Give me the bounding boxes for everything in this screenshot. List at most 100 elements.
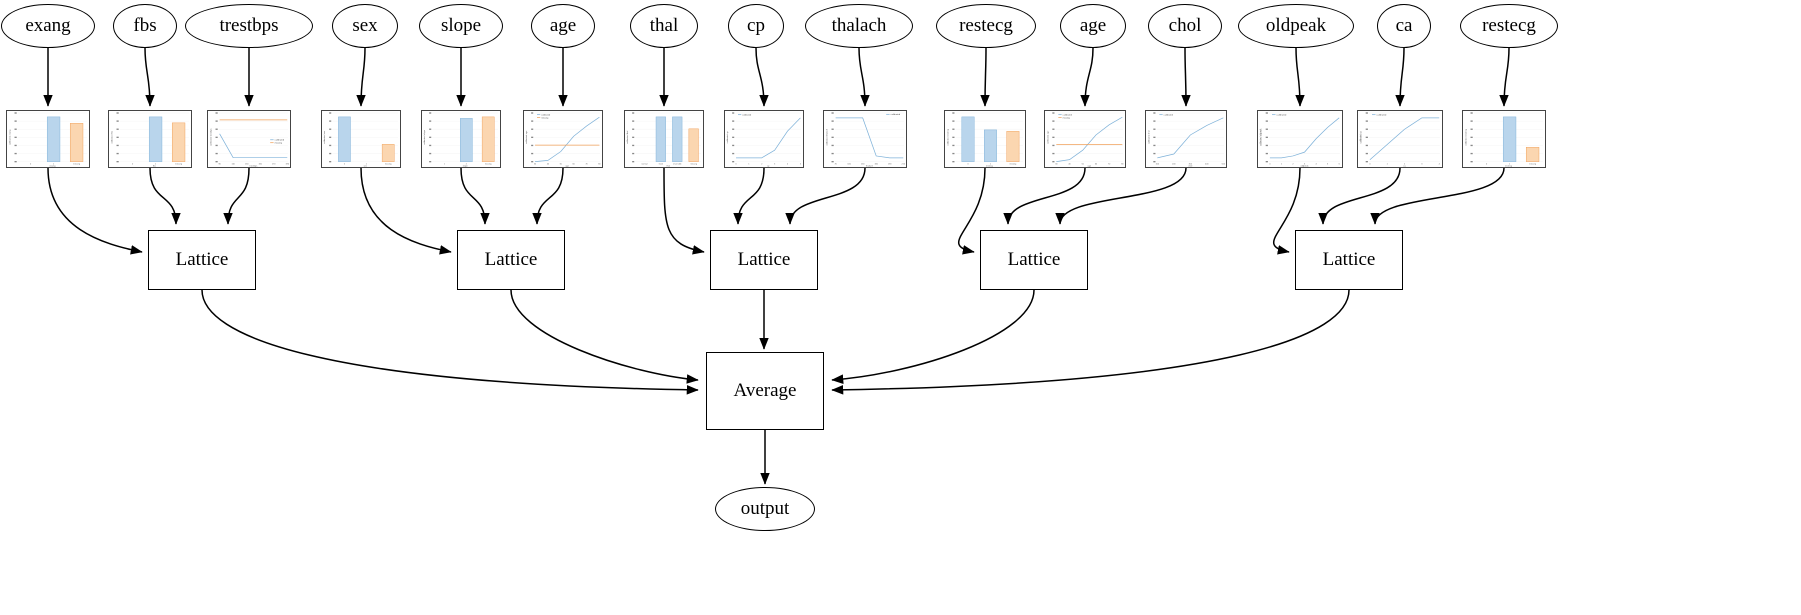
svg-text:calibrated thal: calibrated thal (626, 130, 629, 144)
svg-text:thal: thal (667, 165, 671, 167)
svg-text:4: 4 (1316, 164, 1318, 166)
svg-text:1: 1 (1387, 164, 1389, 166)
svg-text:2: 2 (1404, 164, 1406, 166)
feature-node-age-5[interactable]: age (531, 4, 595, 48)
svg-text:0: 0 (1486, 164, 1488, 166)
average-node[interactable]: Average (706, 352, 824, 430)
feature-node-label: ca (1395, 15, 1413, 36)
feature-node-age-10[interactable]: age (1060, 4, 1126, 48)
svg-text:missing: missing (541, 117, 549, 119)
feature-node-ca-13[interactable]: ca (1377, 4, 1431, 48)
svg-text:90: 90 (218, 164, 221, 166)
feature-node-label: age (1079, 15, 1107, 36)
feature-node-label: thalach (831, 15, 887, 36)
svg-text:calibrated oldpeak: calibrated oldpeak (1259, 128, 1262, 146)
feature-node-cp-7[interactable]: cp (728, 4, 784, 48)
svg-text:110: 110 (232, 164, 236, 166)
svg-text:exang: exang (49, 166, 56, 167)
lattice-node-2[interactable]: Lattice (710, 230, 818, 290)
svg-text:400: 400 (1205, 164, 1209, 166)
svg-text:5: 5 (800, 164, 802, 166)
feature-node-restecg-14[interactable]: restecg (1460, 4, 1558, 48)
svg-text:50: 50 (560, 164, 563, 166)
svg-text:1: 1 (155, 164, 157, 166)
svg-text:70: 70 (585, 164, 588, 166)
svg-text:calibrated fbs: calibrated fbs (110, 131, 113, 144)
svg-text:restecg: restecg (986, 165, 994, 167)
svg-text:5: 5 (1327, 164, 1329, 166)
svg-text:age: age (1088, 166, 1092, 167)
svg-text:calibrated: calibrated (1164, 113, 1174, 116)
svg-text:calibrated: calibrated (1277, 114, 1287, 117)
svg-text:100: 100 (847, 164, 851, 166)
svg-text:130: 130 (245, 164, 249, 166)
svg-text:missing: missing (485, 164, 492, 166)
svg-text:missing: missing (73, 164, 80, 166)
feature-node-restecg-9[interactable]: restecg (936, 4, 1036, 48)
feature-node-trestbps-2[interactable]: trestbps (185, 4, 313, 48)
svg-text:0: 0 (1269, 164, 1271, 166)
lattice-node-0[interactable]: Lattice (148, 230, 256, 290)
svg-text:80: 80 (598, 164, 601, 166)
feature-node-thalach-8[interactable]: thalach (805, 4, 913, 48)
svg-text:missing: missing (690, 164, 697, 166)
output-node-label: output (740, 498, 790, 519)
svg-text:calibrated: calibrated (1377, 114, 1387, 117)
svg-text:missing: missing (1010, 164, 1017, 166)
svg-text:ca: ca (1403, 166, 1406, 167)
lattice-node-1[interactable]: Lattice (457, 230, 565, 290)
svg-text:thalach: thalach (866, 165, 874, 167)
calibrator-chart-slope-4: calibrated slope slope 1 2 missing (421, 110, 501, 168)
output-node[interactable]: output (715, 487, 815, 531)
svg-text:calibrated chol: calibrated chol (1147, 130, 1150, 144)
svg-text:calibrated: calibrated (742, 113, 752, 116)
svg-text:30: 30 (1055, 164, 1058, 166)
lattice-node-4[interactable]: Lattice (1295, 230, 1403, 290)
feature-node-label: cp (747, 15, 765, 36)
svg-text:sex: sex (364, 166, 368, 167)
feature-node-exang-0[interactable]: exang (1, 4, 95, 48)
svg-text:2: 2 (761, 164, 762, 166)
svg-text:calibrated: calibrated (1063, 113, 1073, 116)
svg-text:2: 2 (466, 164, 467, 166)
feature-node-thal-6[interactable]: thal (630, 4, 698, 48)
svg-text:calibrated: calibrated (275, 139, 285, 142)
svg-text:3: 3 (1421, 164, 1423, 166)
lattice-node-3[interactable]: Lattice (980, 230, 1088, 290)
svg-text:3: 3 (774, 164, 776, 166)
svg-text:slope: slope (463, 166, 469, 167)
feature-node-sex-3[interactable]: sex (332, 4, 398, 48)
svg-text:3: 3 (1304, 164, 1306, 166)
lattice-node-label: Lattice (175, 249, 229, 270)
feature-node-label: restecg (959, 15, 1013, 36)
svg-text:missing: missing (1063, 117, 1071, 119)
svg-text:210: 210 (902, 164, 906, 166)
feature-node-oldpeak-12[interactable]: oldpeak (1238, 4, 1354, 48)
svg-text:1: 1 (444, 164, 445, 166)
lattice-node-label: Lattice (737, 249, 791, 270)
svg-text:40: 40 (547, 164, 550, 166)
svg-text:30: 30 (534, 164, 537, 166)
svg-text:normal: normal (641, 164, 647, 166)
feature-node-slope-4[interactable]: slope (419, 4, 503, 48)
svg-text:70: 70 (1108, 164, 1111, 166)
feature-node-fbs-1[interactable]: fbs (113, 4, 177, 48)
svg-text:calibrated ca: calibrated ca (1359, 131, 1362, 144)
svg-text:trestbps: trestbps (250, 165, 258, 167)
lattice-node-label: Lattice (484, 249, 538, 270)
svg-text:calibrated slope: calibrated slope (423, 129, 426, 145)
feature-node-chol-11[interactable]: chol (1148, 4, 1222, 48)
svg-text:1: 1 (53, 164, 55, 166)
svg-text:calibrated: calibrated (891, 113, 901, 116)
svg-text:1: 1 (748, 164, 749, 166)
svg-text:160: 160 (874, 164, 878, 166)
svg-text:calibrated sex: calibrated sex (323, 130, 326, 144)
